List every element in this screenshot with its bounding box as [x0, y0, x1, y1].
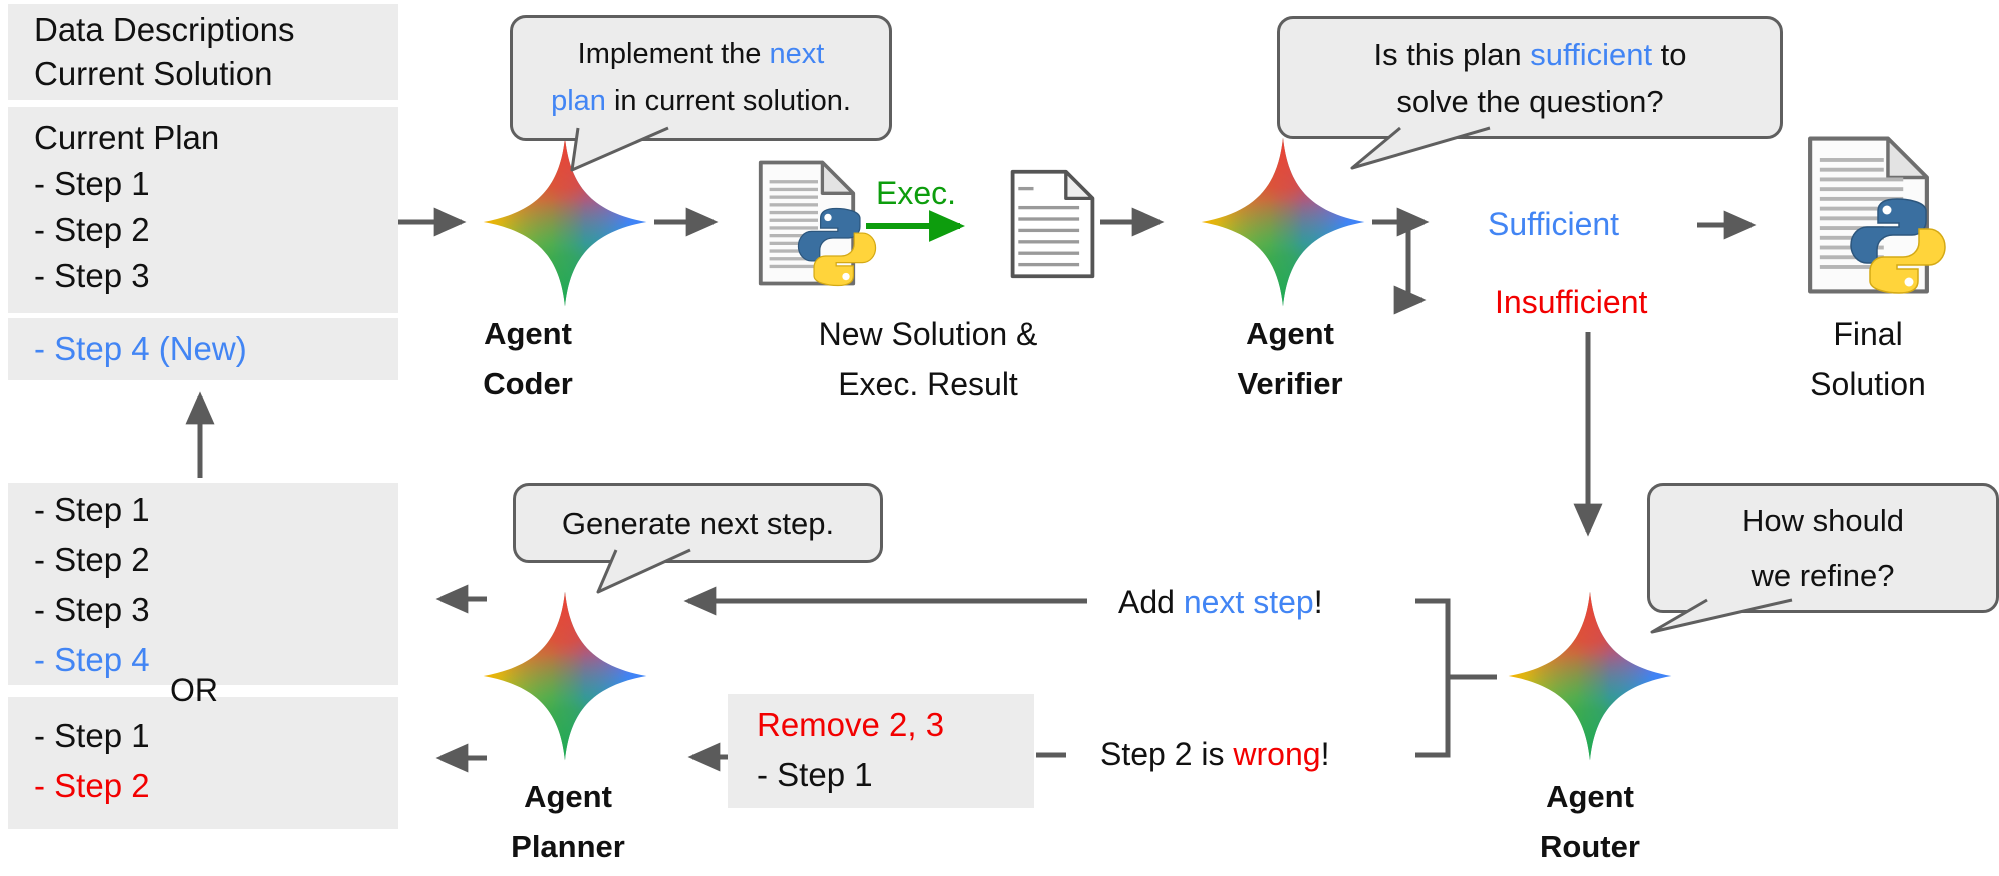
bubble-text-line: plan in current solution.	[551, 85, 851, 117]
current-plan-title: Current Plan	[34, 119, 220, 156]
router-branch-bracket	[1415, 598, 1497, 758]
inputs-line: Current Solution	[34, 55, 273, 92]
plan-step: - Step 1	[34, 491, 150, 528]
router-speech-bubble: How should we refine?	[1647, 483, 1999, 613]
insufficient-label: Insufficient	[1495, 284, 1648, 320]
agent-planner-star-icon	[482, 590, 648, 762]
exec-result-document-icon	[1005, 162, 1100, 291]
agent-planner-label: Agent Planner	[511, 779, 625, 864]
arrow-verifier-to-insufficient	[1393, 224, 1427, 315]
exec-label: Exec.	[876, 175, 957, 211]
agent-verifier-star-icon	[1200, 136, 1366, 308]
step2-wrong-message: Step 2 is wrong!	[1100, 736, 1330, 772]
plan-step: - Step 2	[34, 541, 150, 578]
truncated-plan-box: - Step 1 - Step 2	[8, 697, 398, 829]
coder-speech-bubble: Implement the next plan in current solut…	[510, 15, 892, 141]
bubble-text-line: Generate next step.	[561, 505, 835, 541]
sufficient-label: Sufficient	[1488, 206, 1620, 242]
final-solution-label: Final Solution	[1810, 316, 1926, 402]
agent-coder-label: Agent Coder	[483, 316, 573, 401]
plan-step: - Step 2	[34, 211, 150, 248]
new-step-box: - Step 4 (New)	[8, 318, 398, 380]
python-icon	[1848, 196, 1948, 301]
new-solution-document-icon	[752, 158, 862, 293]
add-next-step-message: Add next step!	[1118, 584, 1323, 620]
agent-verifier-label: Agent Verifier	[1237, 316, 1343, 401]
bubble-text-line: Is this plan sufficient to	[1373, 36, 1687, 72]
remove-steps-line: Remove 2, 3	[757, 706, 945, 743]
planner-speech-bubble: Generate next step.	[513, 483, 883, 563]
remove-steps-line: - Step 1	[757, 756, 873, 793]
bubble-text-line: we refine?	[1751, 558, 1895, 593]
inputs-box: Data Descriptions Current Solution	[8, 4, 398, 100]
agent-router-label: Agent Router	[1540, 779, 1640, 864]
new-step-label: - Step 4 (New)	[34, 330, 247, 367]
plan-step: - Step 3	[34, 591, 150, 628]
new-solution-label: New Solution & Exec. Result	[818, 316, 1038, 402]
inputs-line: Data Descriptions	[34, 11, 295, 48]
plan-step-removed: - Step 2	[34, 767, 150, 804]
remove-steps-box: Remove 2, 3 - Step 1	[728, 694, 1034, 808]
plan-step: - Step 1	[34, 717, 150, 754]
or-label: OR	[170, 672, 218, 708]
plan-step: - Step 1	[34, 165, 150, 202]
plan-step-new: - Step 4	[34, 641, 150, 678]
bubble-text-line: Implement the next	[577, 38, 825, 70]
bubble-text-line: solve the question?	[1396, 83, 1664, 119]
bubble-text-line: How should	[1742, 503, 1904, 538]
appended-plan-box: - Step 1 - Step 2 - Step 3 - Step 4	[8, 483, 398, 685]
python-icon	[796, 206, 878, 293]
agent-coder-star-icon	[482, 136, 648, 308]
verifier-speech-bubble: Is this plan sufficient to solve the que…	[1277, 16, 1783, 139]
plan-step: - Step 3	[34, 257, 150, 294]
current-plan-box: Current Plan - Step 1 - Step 2 - Step 3	[8, 107, 398, 313]
agent-router-star-icon	[1507, 590, 1673, 762]
